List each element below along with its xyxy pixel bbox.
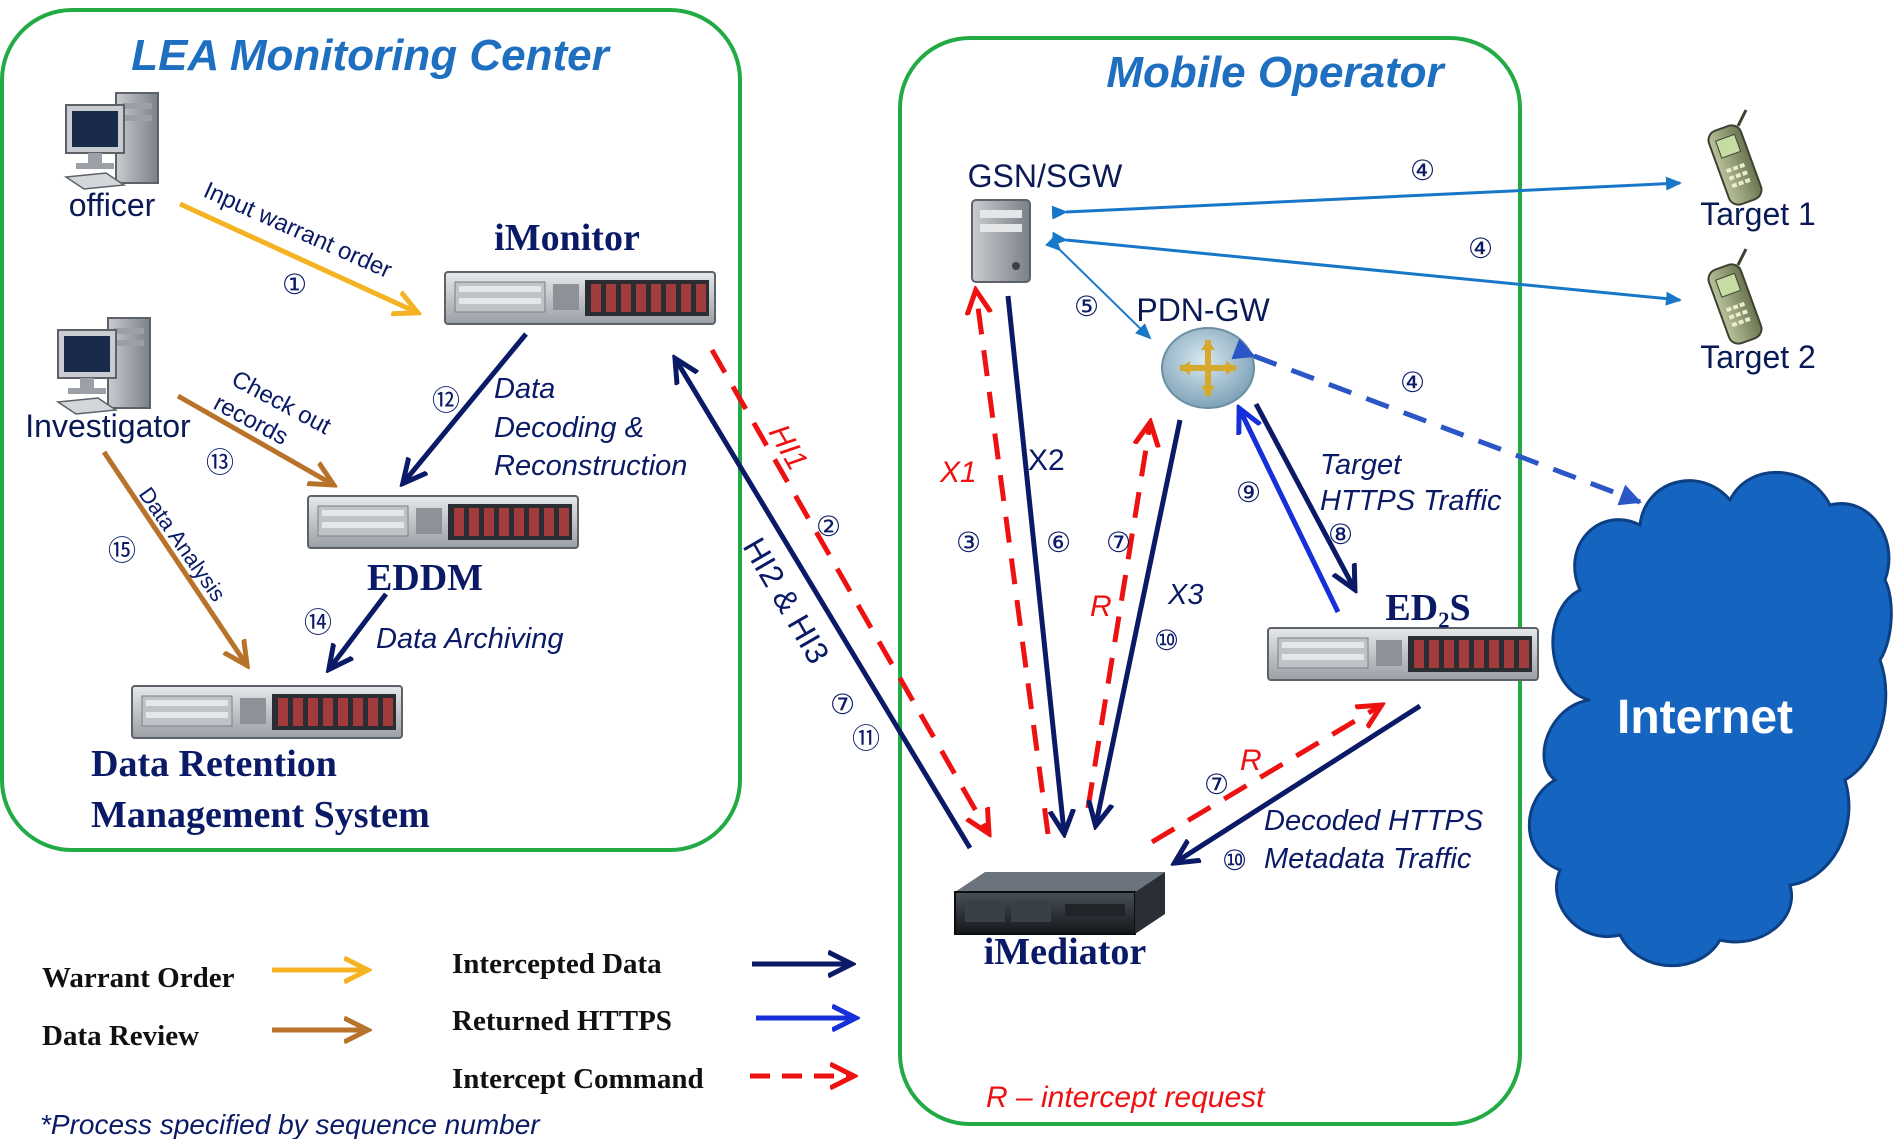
lea-region-box	[0, 8, 742, 852]
seq-14: ⑭	[304, 606, 332, 639]
investigator-computer-icon	[57, 317, 151, 415]
seq-10-decoded: ⑩	[1222, 844, 1247, 877]
seq-11: ⑪	[852, 722, 880, 755]
edge-label-x3: X3	[1167, 579, 1203, 611]
edge-r-intercept-pdn	[1085, 424, 1150, 809]
seq-7-hi: ⑦	[830, 688, 855, 721]
seq-8: ⑧	[1328, 518, 1353, 551]
edge-check-out-records	[176, 393, 332, 484]
drms-server-icon	[131, 685, 403, 739]
edge-label-data-analysis: Data Analysis	[134, 483, 231, 607]
edge-label-target-https-1: Target	[1320, 449, 1403, 481]
legend-intercepted-data: Intercepted Data	[452, 948, 662, 980]
ed2s-label: ED₂S	[1385, 587, 1470, 629]
drms-label-line2: Management System	[91, 794, 430, 836]
edge-pdn-internet	[1231, 338, 1642, 506]
seq-4-internet: ④	[1400, 366, 1425, 399]
seq-4-target1: ④	[1410, 154, 1435, 187]
edge-r-intercept-ed2s	[1150, 706, 1380, 845]
imediator-server-icon	[954, 872, 1165, 935]
footnote: *Process specified by sequence number	[40, 1109, 541, 1139]
edge-label-x1: X1	[939, 456, 977, 489]
edge-label-decoded-2: Metadata Traffic	[1264, 843, 1472, 875]
seq-9: ⑨	[1236, 476, 1261, 509]
seq-4-target2: ④	[1468, 232, 1493, 265]
operator-region-title: Mobile Operator	[1106, 48, 1446, 97]
edge-gsn-pdn	[1045, 235, 1152, 340]
internet-label: Internet	[1617, 691, 1793, 744]
edge-input-warrant	[178, 201, 416, 312]
gsn-label: GSN/SGW	[968, 158, 1123, 194]
edge-label-r-pdn: R	[1090, 590, 1112, 623]
edge-data-archiving	[330, 592, 388, 668]
edge-hi23-intercepted	[676, 360, 973, 850]
imonitor-server-icon	[444, 271, 716, 325]
seq-1: ①	[282, 268, 307, 301]
seq-7-pdn: ⑦	[1106, 526, 1131, 559]
pdn-router-icon	[1161, 327, 1255, 409]
imonitor-label: iMonitor	[494, 217, 640, 259]
edge-gsn-target1	[1051, 176, 1682, 220]
ed2s-server-icon	[1267, 627, 1539, 681]
edge-gsn-target2	[1051, 231, 1682, 306]
operator-region-box	[898, 36, 1522, 1126]
officer-label: officer	[69, 187, 156, 223]
edge-label-hi1: HI1	[762, 419, 814, 476]
seq-6: ⑥	[1046, 526, 1071, 559]
edge-x3-intercepted	[1096, 419, 1183, 824]
seq-7-ed2s: ⑦	[1204, 768, 1229, 801]
edge-hi1-intercept	[709, 348, 988, 832]
lea-region-title: LEA Monitoring Center	[131, 31, 611, 80]
eddm-label: EDDM	[367, 557, 483, 599]
edge-data-analysis	[101, 450, 246, 664]
imediator-label: iMediator	[984, 931, 1147, 973]
legend-r-note: R – intercept request	[986, 1081, 1266, 1114]
drms-label-line1: Data Retention	[91, 743, 337, 785]
pdn-label: PDN-GW	[1136, 292, 1270, 328]
edge-label-data-archiving: Data Archiving	[376, 623, 564, 655]
edge-decoding	[404, 332, 528, 482]
officer-computer-icon	[65, 92, 159, 190]
seq-13: ⑬	[206, 446, 234, 479]
legend-data-review: Data Review	[42, 1020, 199, 1052]
target1-phone-icon	[1704, 108, 1766, 209]
seq-12: ⑫	[432, 384, 460, 417]
edge-x1-intercept	[976, 292, 1051, 835]
edge-label-x2: X2	[1028, 444, 1065, 477]
edge-label-target-https-2: HTTPS Traffic	[1320, 485, 1502, 517]
target1-label: Target 1	[1700, 196, 1816, 232]
edge-label-decoding-2: Decoding &	[494, 412, 644, 444]
seq-2: ②	[816, 510, 841, 543]
legend-returned-https: Returned HTTPS	[452, 1005, 672, 1037]
legend-intercept-command: Intercept Command	[452, 1063, 704, 1095]
seq-5: ⑤	[1074, 290, 1099, 323]
edge-decoded-metadata	[1176, 703, 1422, 862]
target2-phone-icon	[1704, 247, 1766, 348]
edge-label-decoded-1: Decoded HTTPS	[1264, 805, 1484, 837]
edge-label-decoding-1: Data	[494, 373, 555, 405]
target2-label: Target 2	[1700, 339, 1816, 375]
edge-label-r-ed2s: R	[1240, 744, 1262, 777]
edge-label-decoding-3: Reconstruction	[494, 450, 687, 482]
legend-warrant-order: Warrant Order	[42, 962, 235, 994]
seq-15: ⑮	[108, 534, 136, 567]
seq-3: ③	[956, 526, 981, 559]
edge-x2-intercepted	[1005, 295, 1064, 832]
seq-10-x3: ⑩	[1154, 624, 1179, 657]
investigator-label: Investigator	[25, 408, 191, 444]
gsn-server-icon	[971, 199, 1031, 283]
internet-cloud	[1527, 470, 1893, 968]
eddm-server-icon	[307, 495, 579, 549]
